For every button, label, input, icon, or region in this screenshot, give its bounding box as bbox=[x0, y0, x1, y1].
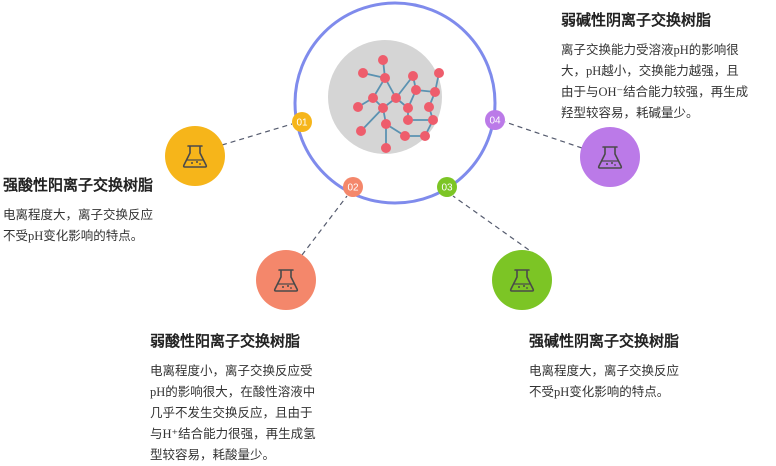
title-02: 弱酸性阳离子交换树脂 bbox=[150, 333, 301, 350]
icon-circle-04 bbox=[580, 127, 640, 187]
connector-line bbox=[301, 195, 348, 256]
node-02: 02 bbox=[256, 177, 363, 310]
node-04: 04 bbox=[485, 110, 640, 187]
desc-line: 不受pH变化影响的特点。 bbox=[3, 229, 144, 243]
connector-line bbox=[452, 195, 537, 256]
number-badge-02 bbox=[343, 177, 363, 197]
molecule-atom bbox=[368, 93, 378, 103]
title-01: 强酸性阳离子交换树脂 bbox=[3, 177, 154, 194]
number-label-02: 02 bbox=[347, 183, 359, 194]
molecule-atom bbox=[381, 143, 391, 153]
molecule-atom bbox=[424, 102, 434, 112]
desc-line: 电离程度小，离子交换反应受 bbox=[150, 364, 313, 378]
flask-icon bbox=[509, 269, 535, 292]
molecule-atom bbox=[391, 93, 401, 103]
molecule-atom bbox=[403, 115, 413, 125]
molecule-atom bbox=[358, 68, 368, 78]
molecule-atom bbox=[408, 71, 418, 81]
center-core bbox=[328, 40, 442, 154]
molecule-atom bbox=[353, 102, 363, 112]
molecule-atom bbox=[428, 115, 438, 125]
description-02: 电离程度小，离子交换反应受 pH的影响很大，在酸性溶液中 几乎不发生交换反应，且… bbox=[150, 361, 316, 466]
number-badge-04 bbox=[485, 110, 505, 130]
desc-line: 电离程度大，离子交换反应 bbox=[529, 364, 680, 378]
description-03: 电离程度大，离子交换反应 不受pH变化影响的特点。 bbox=[529, 361, 679, 403]
molecule-atom bbox=[380, 73, 390, 83]
molecule-atom bbox=[381, 119, 391, 129]
flask-icon bbox=[273, 269, 299, 292]
diagram-canvas: 01 02 03 04 bbox=[165, 1, 640, 310]
molecule-bond bbox=[360, 107, 384, 132]
icon-circle-03 bbox=[492, 250, 552, 310]
molecule-atom bbox=[378, 103, 388, 113]
connector-line bbox=[221, 123, 293, 146]
desc-line: 不受pH变化影响的特点。 bbox=[529, 385, 670, 399]
molecule-atom bbox=[378, 55, 388, 65]
description-04: 离子交换能力受溶液pH的影响很 大，pH越小，交换能力越强，且 由于与OH⁻结合… bbox=[561, 40, 771, 124]
node-01: 01 bbox=[165, 112, 312, 186]
molecule-atom bbox=[400, 131, 410, 141]
molecule-icon bbox=[353, 55, 444, 153]
number-badge-01 bbox=[292, 112, 312, 132]
flask-icon bbox=[182, 145, 208, 168]
icon-circle-02 bbox=[256, 250, 316, 310]
connector-line bbox=[504, 121, 583, 149]
title-03: 强碱性阴离子交换树脂 bbox=[529, 333, 680, 350]
description-01: 电离程度大，离子交换反应 不受pH变化影响的特点。 bbox=[3, 205, 153, 247]
desc-line: 离子交换能力受溶液pH的影响很 bbox=[561, 43, 739, 57]
molecule-atom bbox=[403, 103, 413, 113]
desc-line: 由于与OH⁻结合能力较强，再生成 bbox=[561, 85, 749, 99]
desc-line: 大，pH越小，交换能力越强，且 bbox=[561, 64, 739, 78]
molecule-atom bbox=[430, 87, 440, 97]
title-04: 弱碱性阴离子交换树脂 bbox=[561, 12, 712, 29]
number-label-03: 03 bbox=[441, 183, 453, 194]
desc-line: 羟型较容易，耗碱量少。 bbox=[561, 106, 699, 120]
number-label-04: 04 bbox=[489, 116, 501, 127]
molecule-atom bbox=[356, 126, 366, 136]
molecule-atom bbox=[420, 131, 430, 141]
desc-line: 电离程度大，离子交换反应 bbox=[3, 208, 154, 222]
desc-line: pH的影响很大，在酸性溶液中 bbox=[150, 385, 316, 399]
desc-line: 与H⁺结合能力很强，再生成氢 bbox=[150, 427, 316, 441]
desc-line: 几乎不发生交换反应，且由于 bbox=[150, 406, 313, 420]
outer-ring bbox=[293, 1, 497, 205]
flask-icon bbox=[597, 146, 623, 169]
number-label-01: 01 bbox=[296, 118, 308, 129]
node-03: 03 bbox=[437, 177, 552, 310]
icon-circle-01 bbox=[165, 126, 225, 186]
number-badge-03 bbox=[437, 177, 457, 197]
desc-line: 型较容易，耗酸量少。 bbox=[150, 448, 276, 462]
molecule-atom bbox=[434, 68, 444, 78]
molecule-atom bbox=[411, 85, 421, 95]
